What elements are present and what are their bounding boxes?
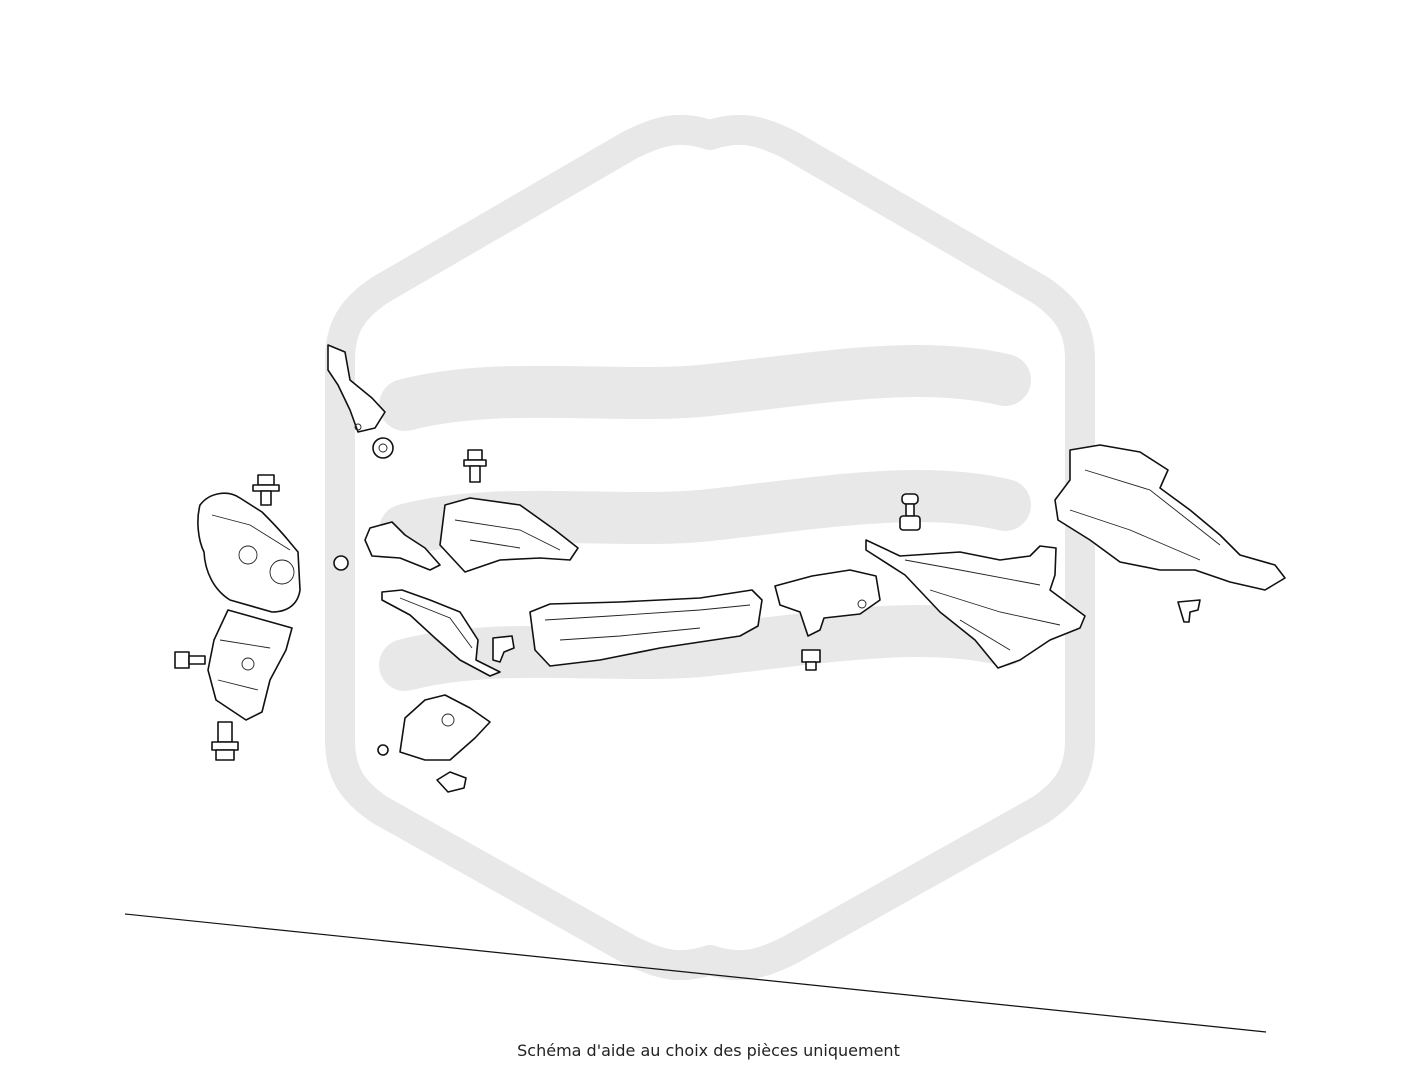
sensor-bracket: [364, 521, 441, 571]
support-bracket-vertical: [327, 344, 386, 433]
heat-shield-mid-left: [381, 589, 501, 677]
heat-shield-upper-center: [439, 497, 579, 573]
clip-small-1: [333, 555, 349, 571]
diagram-caption: Schéma d'aide au choix des pièces unique…: [517, 1041, 900, 1060]
clip-small-2: [377, 744, 389, 756]
nut-flanged-1: [372, 437, 394, 459]
tunnel-heat-shield-long: [529, 589, 763, 667]
clip-push-1: [492, 635, 515, 663]
heat-shield-lower-left: [399, 694, 491, 761]
push-rivet: [899, 493, 921, 531]
bolt-flanged-4: [463, 449, 487, 483]
bolt-flanged-1: [252, 474, 280, 506]
manifold-heat-shield-upper: [197, 492, 301, 613]
floor-line: [124, 913, 1267, 1033]
clip-push-2: [1177, 599, 1201, 623]
manifold-heat-shield-lower: [207, 609, 293, 721]
nut-flanged-2: [801, 649, 821, 671]
heat-shield-curved: [774, 569, 881, 637]
bolt-flanged-2: [174, 651, 206, 669]
bolt-flanged-3: [211, 721, 239, 761]
floor-heat-shield-rear: [865, 539, 1086, 669]
muffler-heat-shield: [1054, 444, 1286, 591]
nut-square: [436, 771, 467, 793]
